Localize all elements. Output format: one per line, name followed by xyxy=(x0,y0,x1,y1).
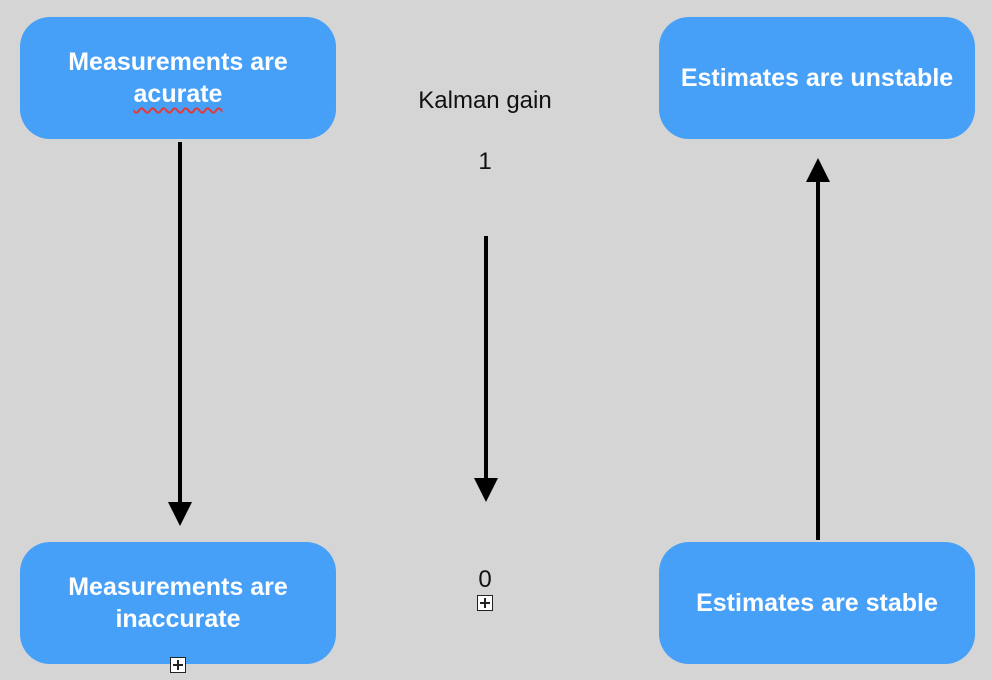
expand-plus-icon[interactable] xyxy=(170,657,186,673)
kalman-gain-high-value[interactable]: 1 xyxy=(478,148,492,175)
node-estimates-stable-text: Estimates are stable xyxy=(696,589,938,617)
node-estimates-unstable[interactable]: Estimates are unstable xyxy=(659,17,975,139)
node-measurements-accurate-line1: Measurements are xyxy=(68,48,288,76)
node-estimates-stable[interactable]: Estimates are stable xyxy=(659,542,975,664)
node-estimates-unstable-text: Estimates are unstable xyxy=(680,64,954,92)
kalman-gain-title[interactable]: Kalman gain xyxy=(418,87,552,114)
kalman-gain-low-value[interactable]: 0 xyxy=(478,566,492,593)
node-measurements-inaccurate[interactable]: Measurements are inaccurate xyxy=(20,542,336,664)
node-measurements-inaccurate-line2: inaccurate xyxy=(115,605,241,633)
expand-plus-icon[interactable] xyxy=(477,595,493,611)
node-measurements-accurate-line2: acurate xyxy=(133,80,223,108)
node-measurements-inaccurate-line1: Measurements are xyxy=(68,573,288,601)
node-measurements-accurate[interactable]: Measurements are acurate xyxy=(20,17,336,139)
